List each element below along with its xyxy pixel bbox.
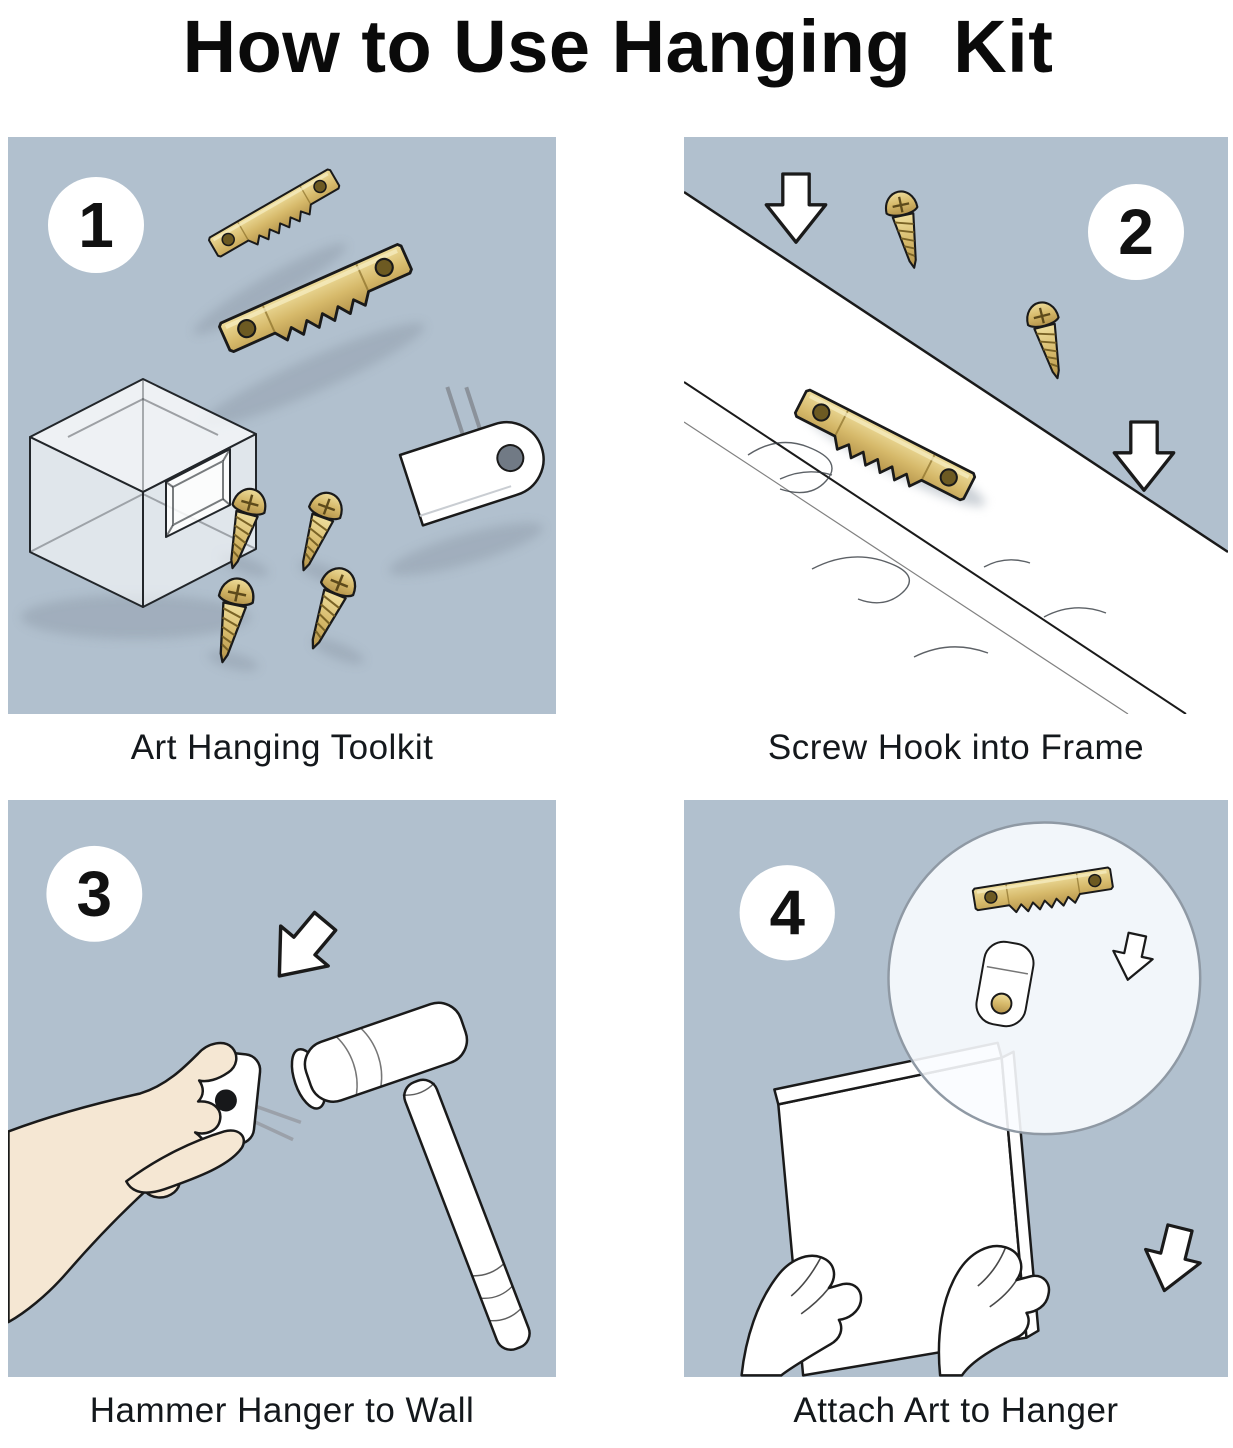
hammer-icon [290, 1001, 531, 1352]
step-number: 1 [78, 189, 114, 261]
caption-step-1: Art Hanging Toolkit [130, 728, 434, 768]
wall-hook-icon [398, 386, 545, 528]
wall-hook-icon [975, 941, 1035, 1028]
step-number-badge: 1 [48, 177, 144, 274]
hand-icon [937, 1245, 1051, 1378]
wood-grain [747, 442, 1107, 659]
step-number: 4 [770, 878, 805, 949]
steps-grid: 1 Art Hanging Toolkit [8, 137, 1228, 1437]
step-panel-3: 3 [8, 800, 556, 1378]
down-arrow-icon [1135, 1219, 1209, 1300]
hand-icon [740, 1255, 863, 1378]
step-1-cell: 1 Art Hanging Toolkit [8, 137, 556, 774]
storage-box-icon [29, 378, 257, 609]
down-arrow-icon [1112, 420, 1176, 493]
caption-step-3: Hammer Hanger to Wall [89, 1391, 475, 1431]
step-panel-1: 1 [8, 137, 556, 715]
step-number: 2 [1118, 196, 1154, 268]
caption-step-2: Screw Hook into Frame [767, 728, 1145, 768]
step-number-badge: 2 [1088, 184, 1184, 281]
page-title: How to Use Hanging Kit [182, 5, 1054, 88]
step-panel-2: 2 [684, 137, 1228, 715]
step-panel-4: 4 [684, 800, 1228, 1378]
step-number-badge: 3 [46, 846, 143, 943]
shadows [21, 243, 544, 672]
frame-strip [684, 191, 1228, 715]
step-number-badge: 4 [739, 865, 835, 961]
step-4-cell: 4 Attach Art to Hanger [684, 800, 1228, 1437]
step-1-illustration: 1 [21, 167, 545, 672]
step-4-illustration: 4 [739, 821, 1209, 1378]
down-arrow-icon [253, 900, 351, 998]
step-2-illustration: 2 [684, 172, 1228, 715]
step-2-cell: 2 Screw Hook into Frame [684, 137, 1228, 774]
screw-icon [881, 187, 931, 273]
magnifier-circle [887, 821, 1202, 1136]
screw-icon [1022, 298, 1074, 384]
screw-icon [286, 487, 349, 578]
down-arrow-icon [764, 172, 828, 245]
step-number: 3 [77, 858, 113, 930]
hand-icon [8, 1042, 246, 1324]
caption-step-4: Attach Art to Hanger [793, 1391, 1119, 1431]
step-3-illustration: 3 [8, 846, 531, 1352]
step-3-cell: 3 Hammer Hanger to Wall [8, 800, 556, 1437]
